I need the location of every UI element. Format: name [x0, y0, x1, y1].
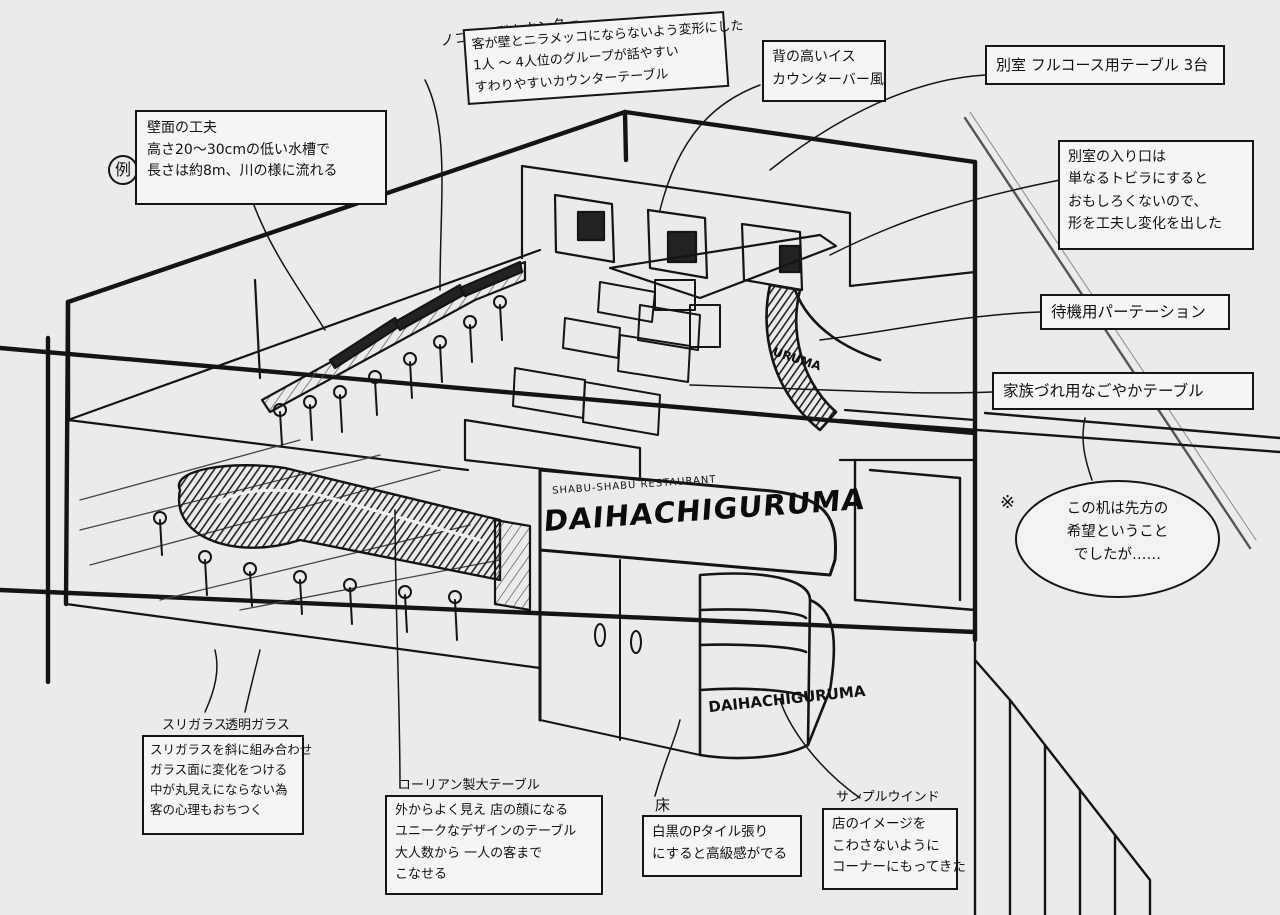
floor-note: 白黒のPタイル張り にすると高級感がでる: [642, 815, 802, 877]
corian-line: こなせる: [395, 867, 448, 883]
example-mark: 例: [108, 155, 138, 185]
wall-note-line: 壁面の工夫: [147, 120, 217, 136]
family-table-note: 家族づれ用なごやかテーブル: [992, 372, 1254, 410]
remark-line: 希望ということ: [1066, 524, 1169, 541]
floor-line: にすると高級感がでる: [652, 846, 788, 863]
entrance-note: 別室の入り口は 単なるトビラにすると おもしろくないので、 形を工夫し変化を出し…: [1058, 140, 1254, 250]
entrance-line: おもしろくないので、: [1068, 193, 1208, 210]
floor-label: 床: [655, 796, 671, 814]
glass-line: 中が丸見えにならない為: [150, 782, 288, 797]
wall-feature-note: 壁面の工夫 高さ20〜30cmの低い水槽で 長さは約8m、川の様に流れる: [135, 110, 387, 205]
sample-window-line: こわさないように: [832, 837, 940, 854]
wall-note-line: 長さは約8m、川の様に流れる: [147, 163, 338, 180]
sample-window-note: 店のイメージを こわさないように コーナーにもってきた: [822, 808, 966, 890]
corian-line: 外からよく見え 店の顔になる: [395, 803, 569, 818]
entrance-line: 形を工夫し変化を出した: [1068, 216, 1222, 233]
frosted-glass-label: スリガラス: [162, 718, 227, 733]
partition-note: 待機用パーテーション: [1040, 294, 1230, 330]
glass-line: スリガラスを斜に組み合わせ: [150, 742, 313, 757]
private-room-note: 別室 フルコース用テーブル 3台: [985, 45, 1225, 85]
glass-line: 客の心理もおちつく: [150, 802, 263, 817]
corian-table-note: 外からよく見え 店の顔になる ユニークなデザインのテーブル 大人数から 一人の客…: [385, 795, 603, 895]
corian-line: 大人数から 一人の客まで: [395, 845, 543, 861]
sample-window-line: 店のイメージを: [832, 816, 927, 832]
remark-mark: ※: [1000, 492, 1016, 513]
sample-window-line: コーナーにもってきた: [832, 859, 966, 876]
entrance-line: 単なるトビラにすると: [1068, 171, 1209, 188]
high-chair-line: 背の高いイス: [772, 49, 856, 65]
floor-line: 白黒のPタイル張り: [652, 824, 769, 840]
sample-window-label: サンプルウインド: [836, 790, 940, 805]
high-chair-note: 背の高いイス カウンターバー風: [762, 40, 886, 102]
clear-glass-label: 透明ガラス: [225, 718, 290, 733]
remark-line: でしたが……: [1074, 547, 1161, 564]
glass-note: スリガラスを斜に組み合わせ ガラス面に変化をつける 中が丸見えにならない為 客の…: [142, 735, 313, 835]
remark-line: この机は先方の: [1066, 501, 1169, 517]
corian-table-label: コーリアン製大テーブル: [398, 778, 540, 793]
glass-line: ガラス面に変化をつける: [150, 762, 288, 777]
remark-bubble: この机は先方の 希望ということ でしたが……: [1015, 480, 1220, 598]
entrance-line: 別室の入り口は: [1068, 149, 1166, 165]
corian-line: ユニークなデザインのテーブル: [395, 824, 577, 840]
wall-note-line: 高さ20〜30cmの低い水槽で: [147, 141, 330, 158]
high-chair-line: カウンターバー風: [772, 72, 884, 89]
